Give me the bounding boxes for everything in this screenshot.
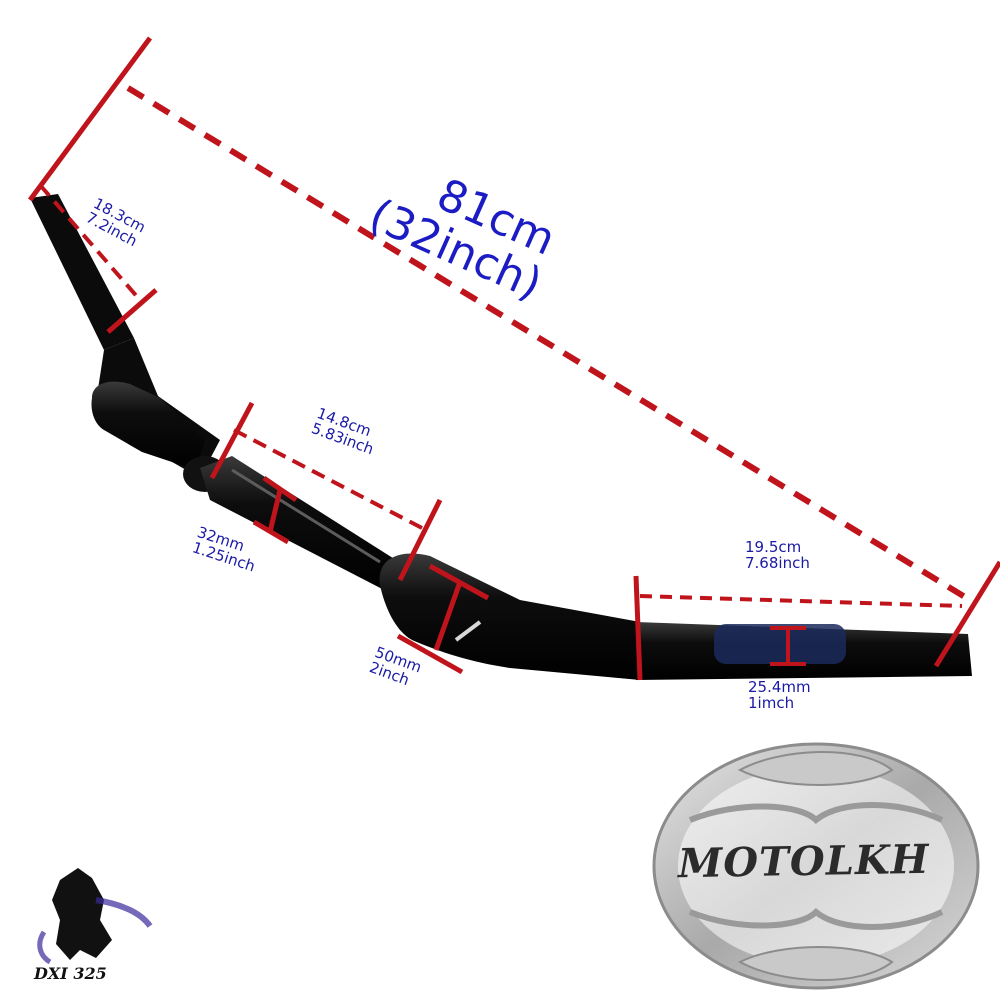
center-clamp-sleeve xyxy=(379,553,640,680)
handlebar xyxy=(30,194,972,680)
center-section-dimension xyxy=(209,401,443,582)
grip-length-cm: 19.5cm xyxy=(745,538,802,556)
grip-diameter-dimension xyxy=(770,626,806,666)
grip-diameter-mm: 25.4mm xyxy=(748,678,811,696)
left-grip-section xyxy=(30,194,134,350)
center-tube xyxy=(200,456,396,592)
grip-length-label: 19.5cm 7.68inch xyxy=(745,538,810,572)
watermark-text: DXI 325 xyxy=(34,964,107,983)
grip-diameter-label: 25.4mm 1imch xyxy=(748,678,811,712)
grip-diameter-inch: 1imch xyxy=(748,693,795,712)
horse-head-icon xyxy=(37,868,153,965)
rise-dimension xyxy=(38,183,158,334)
center-tube-highlight xyxy=(231,468,381,564)
brand-logo-text: MOTOLKH xyxy=(677,835,930,888)
center-diameter-dimension xyxy=(252,475,298,545)
left-riser-sleeve xyxy=(91,381,205,470)
motolkh-emblem-icon xyxy=(652,742,980,990)
grip-decal xyxy=(714,624,846,664)
clamp-diameter-dimension xyxy=(396,563,490,675)
clamp-highlight xyxy=(454,620,482,642)
grip-length-dimension xyxy=(633,575,963,681)
grip-length-inch: 7.68inch xyxy=(745,553,810,572)
overall-dimension xyxy=(27,36,1000,668)
